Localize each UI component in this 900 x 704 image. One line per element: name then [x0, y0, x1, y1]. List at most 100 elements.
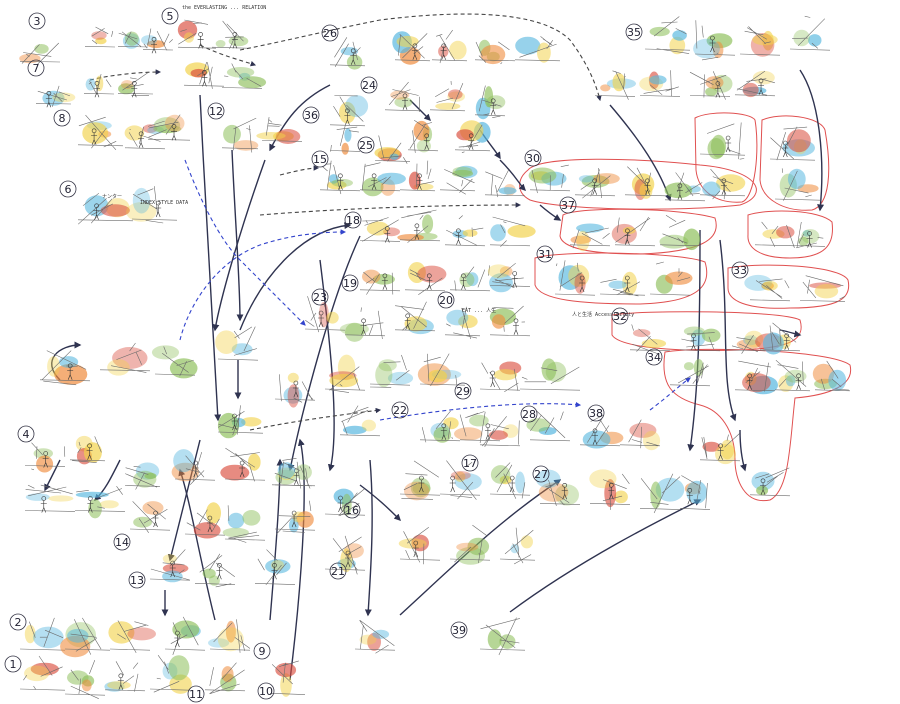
scene-number-19: 19 [341, 274, 359, 292]
scene-number-37: 37 [559, 196, 577, 214]
svg-text:17: 17 [463, 457, 477, 470]
sketch-panel [739, 26, 781, 57]
sketch-panel [774, 359, 811, 392]
sketch-panel [77, 114, 124, 150]
sketch-panel [359, 269, 401, 295]
svg-text:18: 18 [346, 214, 360, 227]
scene-number-27: 27 [532, 465, 550, 483]
svg-text:25: 25 [359, 139, 373, 152]
sketch-panel [754, 221, 796, 248]
sketch-panel [689, 71, 733, 100]
dashed-arrows [89, 13, 602, 431]
sketch-panel [274, 372, 316, 408]
svg-text:5: 5 [167, 10, 174, 23]
sketch-panel [619, 419, 661, 451]
sketch-panel [359, 162, 406, 197]
sketch-panel [679, 475, 711, 510]
sketch-panel [734, 360, 778, 395]
scene-number-30: 30 [524, 149, 542, 167]
scene-number-23: 23 [311, 288, 329, 306]
sketch-panel [194, 553, 236, 588]
scene-number-32: 32 [611, 307, 629, 325]
svg-text:37: 37 [561, 199, 575, 212]
scene-number-13: 13 [128, 571, 146, 589]
svg-text:21: 21 [331, 565, 345, 578]
sketch-panel [699, 122, 746, 160]
svg-text:10: 10 [259, 685, 273, 698]
sketch-panel [354, 620, 396, 654]
sketch-panel [64, 659, 106, 699]
sketch-panel [215, 326, 259, 361]
scene-number-12: 12 [207, 102, 225, 120]
sketch-panel [149, 549, 191, 583]
sketch-panel [271, 461, 313, 489]
svg-text:36: 36 [304, 109, 318, 122]
note-scene6-board: INDEX STYLE DATA [140, 200, 188, 206]
sketch-panel [528, 164, 571, 194]
sketch-panel [407, 119, 439, 153]
sketch-panel [444, 306, 481, 340]
sketch-panel [35, 85, 76, 108]
sketch-panel [329, 125, 361, 155]
note-scene6-left: ナンター [102, 193, 122, 200]
svg-text:11: 11 [189, 688, 203, 701]
sketch-panel [479, 361, 522, 393]
scene-number-17: 17 [461, 454, 479, 472]
scene-number-29: 29 [454, 382, 472, 400]
sketch-panel [454, 120, 491, 153]
sketch-panel [221, 117, 259, 153]
sketch-panel [794, 221, 826, 249]
sketch-panel [649, 261, 693, 296]
note-scene32: 人と生活 Accessibility [572, 311, 634, 318]
sketch-panel [799, 275, 846, 302]
sketch-panel [274, 500, 316, 535]
scene-number-1: 1 [4, 655, 22, 673]
sketch-panel [699, 168, 746, 200]
sketch-panel [24, 442, 66, 473]
sketch-panel [611, 216, 656, 247]
scene-number-16: 16 [343, 501, 361, 519]
sketch-panel [177, 19, 217, 49]
svg-text:38: 38 [589, 407, 603, 420]
sketch-panel [444, 215, 486, 247]
scene-number-15: 15 [311, 150, 329, 168]
sketch-panel [124, 462, 161, 490]
sketch-panel [664, 172, 706, 202]
sketch-panel [304, 296, 346, 333]
sketch-panel [141, 28, 174, 54]
sketch-panel [369, 354, 414, 388]
svg-text:14: 14 [115, 536, 129, 549]
sketch-panel [499, 527, 536, 565]
sketch-panel [474, 39, 516, 65]
scene-number-9: 9 [253, 642, 271, 660]
sketch-panels [19, 15, 851, 699]
note-scene20: EAT ... 人生 [462, 307, 496, 314]
flow-arrows [44, 69, 825, 681]
sketch-panel [339, 405, 381, 437]
sketch-panel [574, 167, 620, 199]
svg-text:23: 23 [313, 291, 327, 304]
sketch-panel [579, 414, 624, 449]
sketch-panel [417, 353, 466, 387]
blue-dashed-arrows [179, 159, 691, 421]
sketch-panel [489, 462, 531, 499]
scene-number-35: 35 [625, 23, 643, 41]
sketch-panel [19, 617, 66, 651]
sketch-panel [439, 460, 482, 500]
sketch-panel [19, 42, 61, 65]
sketch-panel [39, 350, 91, 386]
scene-number-28: 28 [520, 405, 538, 423]
svg-text:12: 12 [209, 105, 223, 118]
svg-text:3: 3 [34, 15, 41, 28]
scene-number-3: 3 [28, 12, 46, 30]
svg-text:39: 39 [452, 624, 466, 637]
scene-number-4: 4 [17, 425, 35, 443]
sketch-panel [431, 29, 468, 64]
scene-number-18: 18 [344, 211, 362, 229]
sketch-panel [392, 31, 431, 65]
scene-number-7: 7 [27, 59, 45, 77]
svg-text:28: 28 [522, 408, 536, 421]
red-loops [519, 112, 852, 502]
sketch-panel [204, 662, 246, 695]
scene-number-24: 24 [360, 76, 378, 94]
